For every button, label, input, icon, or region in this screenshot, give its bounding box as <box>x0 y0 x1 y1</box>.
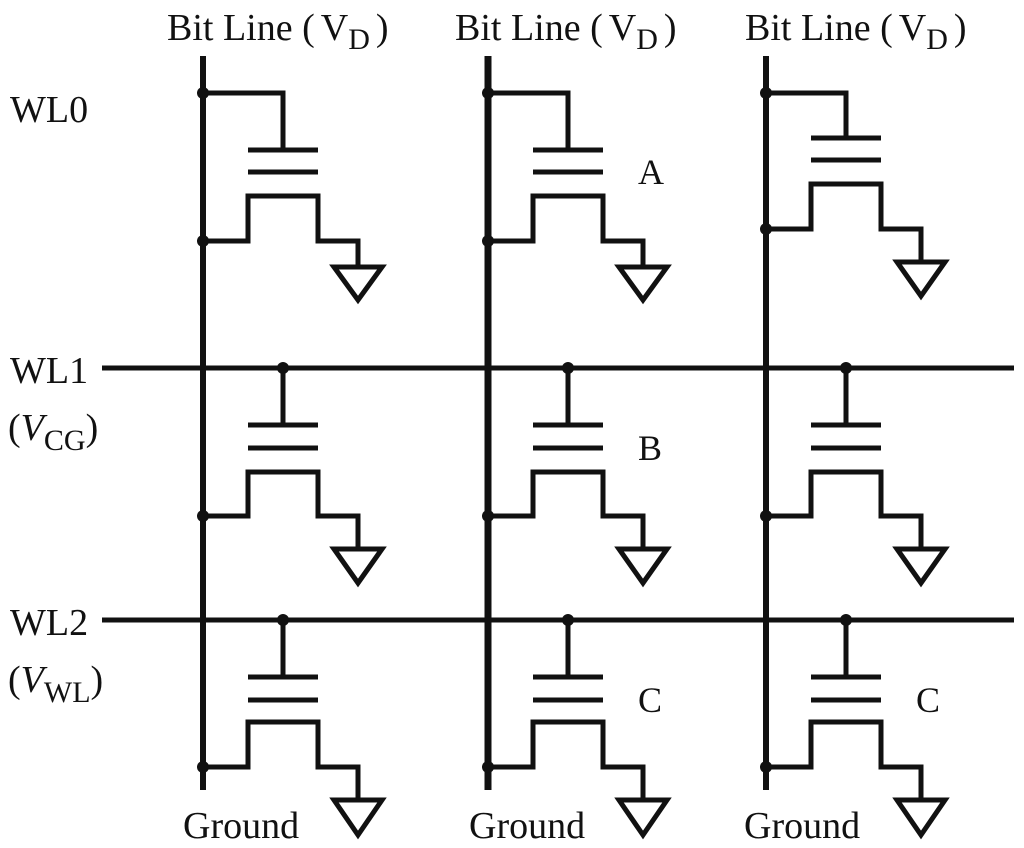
ground-label-2: Ground <box>469 805 585 847</box>
channel-wire <box>200 469 361 552</box>
paren-close: ) <box>91 659 104 701</box>
word-line-label-wl0: WL0 <box>10 89 88 131</box>
bit-line-close: ) <box>376 7 389 49</box>
channel-wire <box>485 193 646 270</box>
memory-cell-r2-c2: C <box>760 614 950 840</box>
voltage-subscript: CG <box>44 424 86 457</box>
junction-dot <box>562 362 574 374</box>
memory-cell-r2-c1: C <box>482 614 672 840</box>
junction-dot <box>197 235 209 247</box>
junction-dot <box>482 510 494 522</box>
junction-dot <box>197 87 209 99</box>
gate-wire <box>485 90 571 153</box>
word-line-voltage-wl1: (VCG) <box>8 407 98 457</box>
channel-wire <box>763 181 924 265</box>
bit-line-label-1: Bit Line (VD) <box>167 7 389 56</box>
memory-cell-r0-c1: A <box>482 87 672 305</box>
junction-dot <box>482 87 494 99</box>
junction-dot <box>277 614 289 626</box>
channel-wire <box>763 469 924 552</box>
memory-cell-r2-c0 <box>197 614 387 840</box>
bit-line-label-text: Bit Line ( <box>455 7 603 49</box>
paren-close: ) <box>86 407 99 449</box>
bit-line-close: ) <box>954 7 967 49</box>
channel-wire <box>200 719 361 803</box>
ground-icon <box>614 264 672 305</box>
channel-wire <box>485 469 646 552</box>
bit-line-label-2: Bit Line (VD) <box>455 7 677 56</box>
junction-dot <box>760 761 772 773</box>
junction-dot <box>562 614 574 626</box>
word-line-label-wl2: WL2 <box>10 602 88 644</box>
ground-icon <box>329 797 387 840</box>
memory-cell-r1-c2 <box>760 362 950 588</box>
memory-cell-r0-c2 <box>760 87 950 301</box>
cell-label: B <box>638 428 662 468</box>
ground-icon <box>614 546 672 588</box>
channel-wire <box>485 719 646 803</box>
junction-dot <box>760 510 772 522</box>
junction-dot <box>482 235 494 247</box>
bit-line-symbol: V <box>321 7 349 49</box>
memory-cell-r1-c0 <box>197 362 387 588</box>
svg-text:Bit Line (VD): Bit Line (VD) <box>745 7 967 56</box>
junction-dot <box>197 510 209 522</box>
ground-icon <box>892 546 950 588</box>
bit-line-label-text: Bit Line ( <box>745 7 893 49</box>
ground-icon <box>329 264 387 305</box>
junction-dot <box>840 362 852 374</box>
bit-line-label-text: Bit Line ( <box>167 7 315 49</box>
word-line-voltage-wl2: (VWL) <box>8 659 103 709</box>
voltage-symbol: V <box>21 407 48 449</box>
junction-dot <box>197 761 209 773</box>
bit-line-subscript: D <box>348 23 370 56</box>
voltage-symbol: V <box>21 659 48 701</box>
memory-cell-r1-c1: B <box>482 362 672 588</box>
junction-dot <box>760 87 772 99</box>
gate-wire <box>763 90 849 141</box>
svg-text:Bit Line (VD): Bit Line (VD) <box>455 7 677 56</box>
gate-wire <box>200 90 286 153</box>
junction-dot <box>277 362 289 374</box>
ground-icon <box>892 259 950 301</box>
voltage-subscript: WL <box>44 676 91 709</box>
bit-line-label-3: Bit Line (VD) <box>745 7 967 56</box>
ground-icon <box>892 797 950 840</box>
bit-line-subscript: D <box>926 23 948 56</box>
ground-label-3: Ground <box>744 805 860 847</box>
paren-open: ( <box>8 659 21 701</box>
channel-wire <box>200 193 361 270</box>
bit-line-symbol: V <box>899 7 927 49</box>
ground-icon <box>614 797 672 840</box>
bit-line-subscript: D <box>636 23 658 56</box>
paren-open: ( <box>8 407 21 449</box>
cell-label: A <box>638 152 664 192</box>
cell-label: C <box>916 680 940 720</box>
cell-label: C <box>638 680 662 720</box>
ground-icon <box>329 546 387 588</box>
bit-line-close: ) <box>664 7 677 49</box>
channel-wire <box>763 719 924 803</box>
memory-cell-r0-c0 <box>197 87 387 305</box>
ground-label-1: Ground <box>183 805 299 847</box>
word-line-label-wl1: WL1 <box>10 350 88 392</box>
junction-dot <box>840 614 852 626</box>
junction-dot <box>760 223 772 235</box>
junction-dot <box>482 761 494 773</box>
svg-text:Bit Line (VD): Bit Line (VD) <box>167 7 389 56</box>
bit-line-symbol: V <box>609 7 637 49</box>
